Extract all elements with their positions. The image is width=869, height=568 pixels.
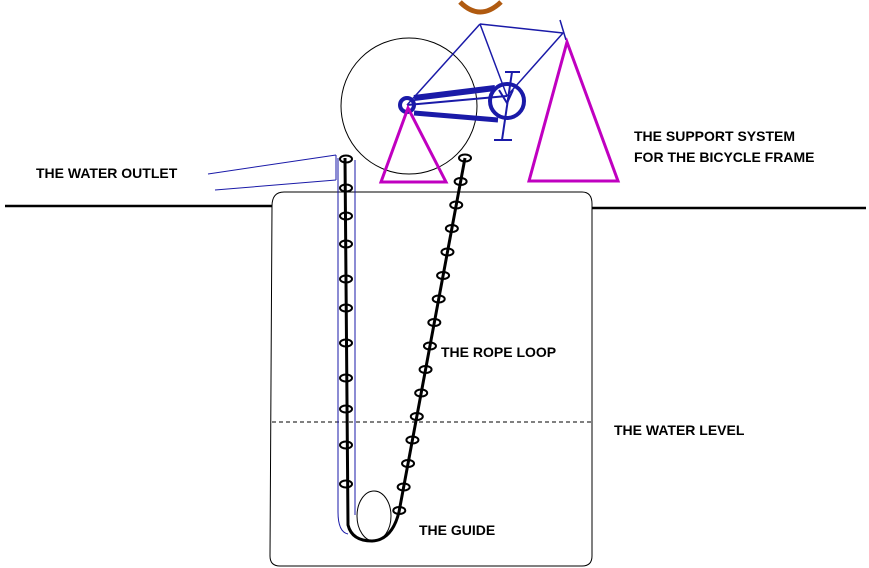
rope-washer — [339, 274, 353, 284]
rope-washer — [418, 365, 433, 374]
label-rope-loop: THE ROPE LOOP — [441, 344, 556, 360]
label-guide: THE GUIDE — [419, 522, 495, 538]
rope-washer — [431, 294, 446, 304]
rope-washers — [339, 153, 472, 515]
rope-washer — [422, 341, 437, 351]
rope-washer — [339, 373, 353, 383]
rope-washer — [339, 440, 353, 450]
saddle — [458, 0, 503, 15]
rope-washer — [458, 153, 472, 163]
riser-pipe — [337, 158, 356, 535]
label-water-level: THE WATER LEVEL — [614, 422, 745, 438]
rope-washer — [409, 412, 424, 421]
rope-washer — [440, 247, 455, 257]
rope-washer — [401, 459, 416, 468]
rope-washer — [449, 200, 464, 210]
rope-washer — [339, 239, 353, 249]
rope-washer — [436, 271, 451, 280]
rope-washer — [453, 177, 468, 186]
rope-washer — [339, 404, 353, 414]
label-water-outlet: THE WATER OUTLET — [36, 165, 178, 181]
guide-wheel — [356, 490, 392, 542]
label-support-line2: FOR THE BICYCLE FRAME — [634, 149, 814, 165]
bicycle-wheel — [340, 37, 478, 175]
rope-washer — [339, 479, 353, 489]
support-system — [378, 37, 621, 184]
rope-washer — [427, 318, 442, 327]
rope-washer — [339, 338, 353, 348]
rope-washer — [339, 211, 353, 221]
rope-washer — [392, 506, 407, 515]
rope-washer — [396, 482, 411, 492]
rope-washer — [444, 224, 459, 233]
bicycle-frame — [398, 19, 567, 141]
ground-line — [5, 204, 866, 210]
rope-washer — [339, 154, 353, 164]
rope-washer — [414, 388, 429, 398]
label-support-line1: THE SUPPORT SYSTEM — [634, 128, 795, 144]
rope-washer — [339, 303, 353, 313]
rope-washer — [405, 435, 420, 445]
rope-washer — [339, 183, 353, 193]
water-outlet — [207, 154, 337, 191]
well-shaft — [269, 191, 593, 567]
